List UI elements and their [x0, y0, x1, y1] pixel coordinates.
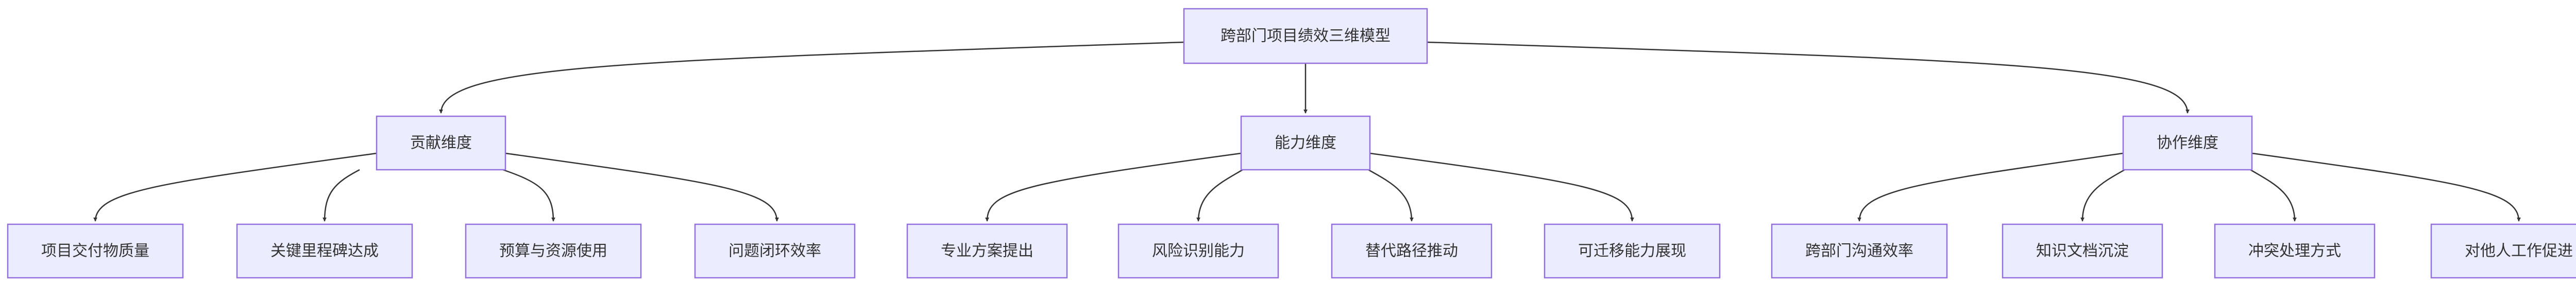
edge-root-collaboration: [1427, 41, 2190, 114]
edge-capability-a1: [985, 152, 1242, 222]
edge-contribution-c1: [93, 152, 377, 222]
edge-contribution-c3: [502, 169, 555, 222]
node-a4-label: 可迁移能力展现: [1578, 242, 1686, 260]
node-b2-label: 知识文档沉淀: [2036, 242, 2129, 260]
node-b3[interactable]: 冲突处理方式: [2214, 223, 2376, 279]
node-contribution-label: 贡献维度: [410, 134, 472, 152]
edge-capability-a4: [1369, 152, 1634, 222]
edge-contribution-c4: [505, 152, 779, 222]
node-c4-label: 问题闭环效率: [728, 242, 821, 260]
edges-layer: [93, 41, 2521, 222]
node-a1[interactable]: 专业方案提出: [906, 223, 1068, 279]
edge-collaboration-b1: [1857, 152, 2124, 222]
node-a1-label: 专业方案提出: [941, 242, 1033, 260]
node-c1[interactable]: 项目交付物质量: [7, 223, 184, 279]
edge-capability-a2: [1196, 169, 1243, 222]
node-b3-label: 冲突处理方式: [2248, 242, 2341, 260]
node-c2-label: 关键里程碑达成: [270, 242, 379, 260]
node-capability-label: 能力维度: [1275, 134, 1336, 152]
node-contribution[interactable]: 贡献维度: [376, 115, 506, 171]
node-b1-label: 跨部门沟通效率: [1805, 242, 1913, 260]
node-c3[interactable]: 预算与资源使用: [465, 223, 642, 279]
node-c2[interactable]: 关键里程碑达成: [236, 223, 413, 279]
nodes-layer: 跨部门项目绩效三维模型 贡献维度 能力维度 协作维度 项目交付物质量 关键里程碑…: [7, 8, 2576, 279]
edge-collaboration-b3: [2250, 169, 2297, 222]
node-root[interactable]: 跨部门项目绩效三维模型: [1183, 8, 1428, 64]
node-b2[interactable]: 知识文档沉淀: [2002, 223, 2163, 279]
node-a2[interactable]: 风险识别能力: [1117, 223, 1279, 279]
node-b4[interactable]: 对他人工作促进: [2430, 223, 2576, 279]
node-c1-label: 项目交付物质量: [41, 242, 149, 260]
node-collaboration-label: 协作维度: [2157, 134, 2218, 152]
edge-contribution-c2: [323, 169, 360, 222]
edge-root-contribution: [439, 41, 1184, 114]
node-collaboration[interactable]: 协作维度: [2122, 115, 2253, 171]
node-c4[interactable]: 问题闭环效率: [694, 223, 856, 279]
node-c3-label: 预算与资源使用: [499, 242, 607, 260]
node-root-label: 跨部门项目绩效三维模型: [1221, 27, 1391, 45]
node-a3-label: 替代路径推动: [1365, 242, 1458, 260]
node-b4-label: 对他人工作促进: [2465, 242, 2573, 260]
node-a4[interactable]: 可迁移能力展现: [1544, 223, 1721, 279]
edge-collaboration-b4: [2251, 152, 2521, 222]
node-a2-label: 风险识别能力: [1152, 242, 1245, 260]
node-a3[interactable]: 替代路径推动: [1331, 223, 1493, 279]
edge-collaboration-b2: [2080, 169, 2125, 222]
node-capability[interactable]: 能力维度: [1240, 115, 1371, 171]
edge-capability-a3: [1368, 169, 1414, 222]
node-b1[interactable]: 跨部门沟通效率: [1771, 223, 1948, 279]
